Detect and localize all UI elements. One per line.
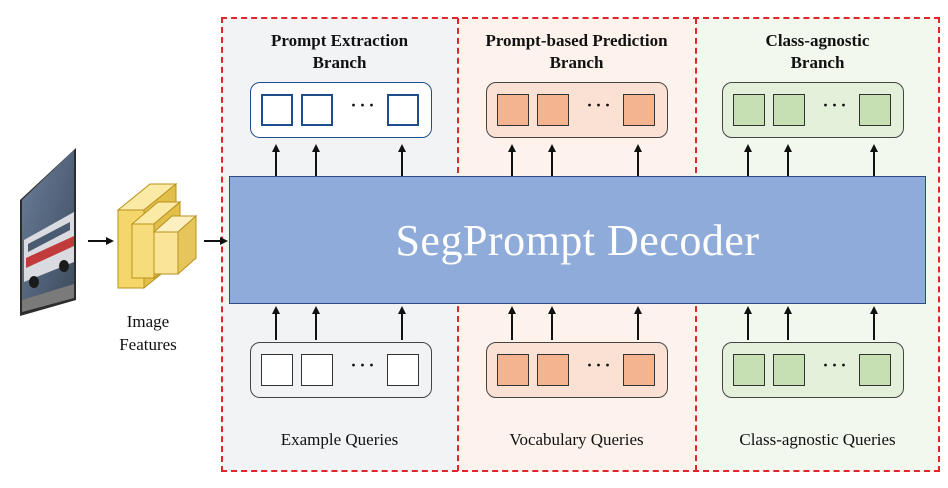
query-cell bbox=[773, 94, 805, 126]
query-cell bbox=[859, 94, 891, 126]
query-cell bbox=[497, 354, 529, 386]
query-cell bbox=[537, 354, 569, 386]
ellipsis: ··· bbox=[585, 93, 613, 119]
segprompt-decoder-block: SegPrompt Decoder bbox=[229, 176, 926, 304]
example-queries-label: Example Queries bbox=[280, 430, 399, 449]
image-features-label: Image Features bbox=[119, 312, 177, 354]
query-cell bbox=[261, 354, 293, 386]
ellipsis: ··· bbox=[821, 353, 849, 379]
vocabulary-queries-box: ··· bbox=[486, 342, 668, 398]
query-cell bbox=[301, 94, 333, 126]
class-agnostic-queries-box: ··· bbox=[722, 342, 904, 398]
query-cell bbox=[387, 354, 419, 386]
image-features-icon bbox=[116, 182, 198, 290]
ellipsis: ··· bbox=[585, 353, 613, 379]
query-cell bbox=[773, 354, 805, 386]
example-queries-box: ··· bbox=[250, 342, 432, 398]
agnostic-output-queries: ··· bbox=[722, 82, 904, 138]
query-cell bbox=[301, 354, 333, 386]
query-cell bbox=[623, 94, 655, 126]
query-cell bbox=[537, 94, 569, 126]
input-arrows bbox=[272, 306, 878, 340]
prediction-output-queries: ··· bbox=[486, 82, 668, 138]
ellipsis: ··· bbox=[821, 93, 849, 119]
query-cell bbox=[623, 354, 655, 386]
query-cell bbox=[733, 94, 765, 126]
output-arrows bbox=[272, 144, 878, 176]
query-cell bbox=[859, 354, 891, 386]
ellipsis: ··· bbox=[349, 353, 377, 379]
ellipsis: ··· bbox=[349, 93, 377, 119]
vocabulary-queries-label: Vocabulary Queries bbox=[509, 430, 644, 449]
query-cell bbox=[497, 94, 529, 126]
class-agnostic-queries-label: Class-agnostic Queries bbox=[739, 430, 896, 449]
query-cell bbox=[387, 94, 419, 126]
query-cell bbox=[261, 94, 293, 126]
extraction-output-queries: ··· bbox=[250, 82, 432, 138]
decoder-label: SegPrompt Decoder bbox=[395, 215, 760, 265]
input-image bbox=[20, 148, 76, 316]
query-cell bbox=[733, 354, 765, 386]
